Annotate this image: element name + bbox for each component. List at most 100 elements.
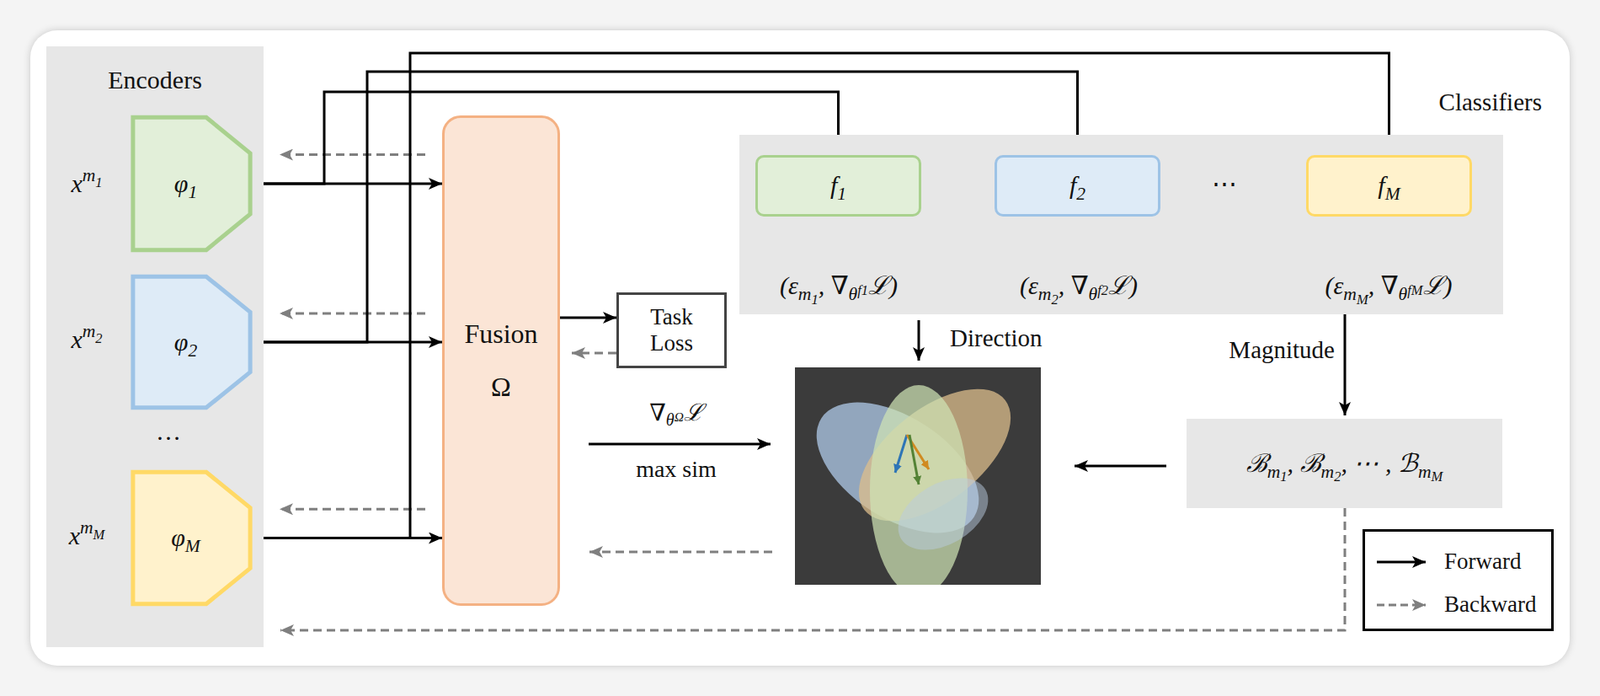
text-run: f1 <box>857 282 869 299</box>
text-run: M <box>1385 183 1401 204</box>
text-run: ∇ <box>649 399 667 426</box>
input-symbol: xmM <box>69 521 106 551</box>
gradient-ellipses <box>794 367 1034 585</box>
magnitude-to-image-arrow <box>1074 464 1167 468</box>
text-run: θ <box>1088 283 1099 304</box>
text-run: θ <box>666 410 675 429</box>
legend-sample <box>1373 587 1430 622</box>
node-text: fM <box>1377 170 1400 201</box>
text-run: Ω <box>674 409 684 424</box>
text-run: φ <box>174 169 189 198</box>
classifier-output: (εm2, ∇θf2ℒ) <box>1019 271 1138 301</box>
text-run: m <box>798 283 812 304</box>
text-run: ℒ) <box>1108 271 1138 299</box>
text-run: m <box>1038 283 1052 304</box>
backward-connector <box>279 153 426 156</box>
input-symbol: xm2 <box>70 325 102 355</box>
text-run: M <box>93 526 106 543</box>
ellipsis: … <box>155 416 182 447</box>
classifier-box: fM <box>1306 154 1472 217</box>
fusion-box: FusionΩ <box>442 115 560 606</box>
text-run: Encoders <box>107 65 203 94</box>
text-run: θ <box>1398 283 1408 304</box>
text-run: φ <box>174 327 189 356</box>
band-heading: Encoders <box>46 65 264 96</box>
legend-text: Forward <box>1444 548 1521 575</box>
text-run: 1 <box>1280 468 1287 485</box>
legend-box: ForwardBackward <box>1362 528 1554 631</box>
text-run: 2 <box>1076 183 1086 204</box>
backward-arrow <box>589 550 773 554</box>
text-run: ℬ <box>1246 448 1268 477</box>
text-run: , ∇ <box>1368 271 1399 299</box>
arrow-label: Direction <box>949 324 1043 352</box>
text-run: ℒ) <box>868 271 898 299</box>
text-run: 1 <box>95 174 102 191</box>
ellipsis: ⋯ <box>1211 169 1238 199</box>
blue-ellipse-tail <box>885 463 1001 565</box>
text-run: m <box>1418 461 1432 482</box>
text-run: (ε <box>779 271 799 299</box>
arrow-label: ∇θΩℒ <box>649 399 704 427</box>
legend-entry: Forward <box>1365 544 1552 579</box>
legend-entry: Backward <box>1365 587 1552 622</box>
classifier-box: f1 <box>755 154 922 217</box>
text-run: Fusion <box>464 318 538 349</box>
text-run: 2 <box>1333 468 1341 485</box>
classifier-output: (εm1, ∇θf1ℒ) <box>779 271 898 301</box>
text-run: x <box>70 169 82 198</box>
text-run: 1 <box>837 183 847 204</box>
backward-connector <box>279 311 426 315</box>
node-text: φ2 <box>174 327 198 358</box>
text-run: x <box>70 325 82 353</box>
text-run: M <box>1431 468 1444 485</box>
node-text: Fusion <box>464 318 538 350</box>
node-text: ℬm1, ℬm2, ⋯ , ℬmM <box>1246 448 1444 479</box>
text-run: Ω <box>490 371 512 402</box>
text-run: 2 <box>187 340 198 361</box>
text-run: ℒ <box>683 399 704 426</box>
node-text: φM <box>170 522 201 553</box>
loss-box: Task Loss <box>616 292 727 368</box>
encoder-polygon <box>133 471 251 603</box>
text-run: x <box>69 521 80 550</box>
encoder-shape: φM <box>130 469 253 607</box>
backward-connector <box>280 507 1345 630</box>
direction-arrow <box>917 320 921 361</box>
text-run: , ∇ <box>818 271 849 299</box>
backward-connector <box>571 352 617 355</box>
text-run: m <box>80 517 94 538</box>
legend-line <box>1376 603 1426 607</box>
text-run: ℒ) <box>1423 271 1453 299</box>
text-run: 1 <box>810 290 818 307</box>
text-run: M <box>1356 290 1369 307</box>
classifier-box: f2 <box>994 154 1161 217</box>
text-run: f <box>1069 170 1077 199</box>
text-run: m <box>1321 461 1335 482</box>
band-heading: Classifiers <box>1439 88 1542 117</box>
forward-connector <box>560 316 617 320</box>
text-run: 2 <box>95 330 102 347</box>
text-run: m <box>82 165 96 186</box>
text-run: Task Loss <box>650 304 694 356</box>
text-run: m <box>82 320 96 342</box>
text-run: fM <box>1407 282 1423 299</box>
green-gradient-arrow <box>909 434 919 485</box>
legend-sample <box>1373 544 1430 579</box>
text-run: 1 <box>187 181 198 203</box>
text-run: … <box>155 416 182 445</box>
text-run: f <box>830 170 838 199</box>
node-text: Ω <box>490 371 512 403</box>
text-run: m <box>1343 283 1357 304</box>
input-symbol: xm1 <box>70 169 102 199</box>
text-run: M <box>185 535 201 556</box>
text-run: , ℬ <box>1287 448 1322 477</box>
node-text: φ1 <box>174 169 198 199</box>
text-run: f <box>1377 170 1385 199</box>
forward-connector <box>1344 314 1347 416</box>
backward-connector <box>279 507 426 511</box>
encoder-polygon <box>133 276 251 408</box>
arrow-label: max sim <box>635 455 717 483</box>
legend-line <box>1376 560 1426 564</box>
